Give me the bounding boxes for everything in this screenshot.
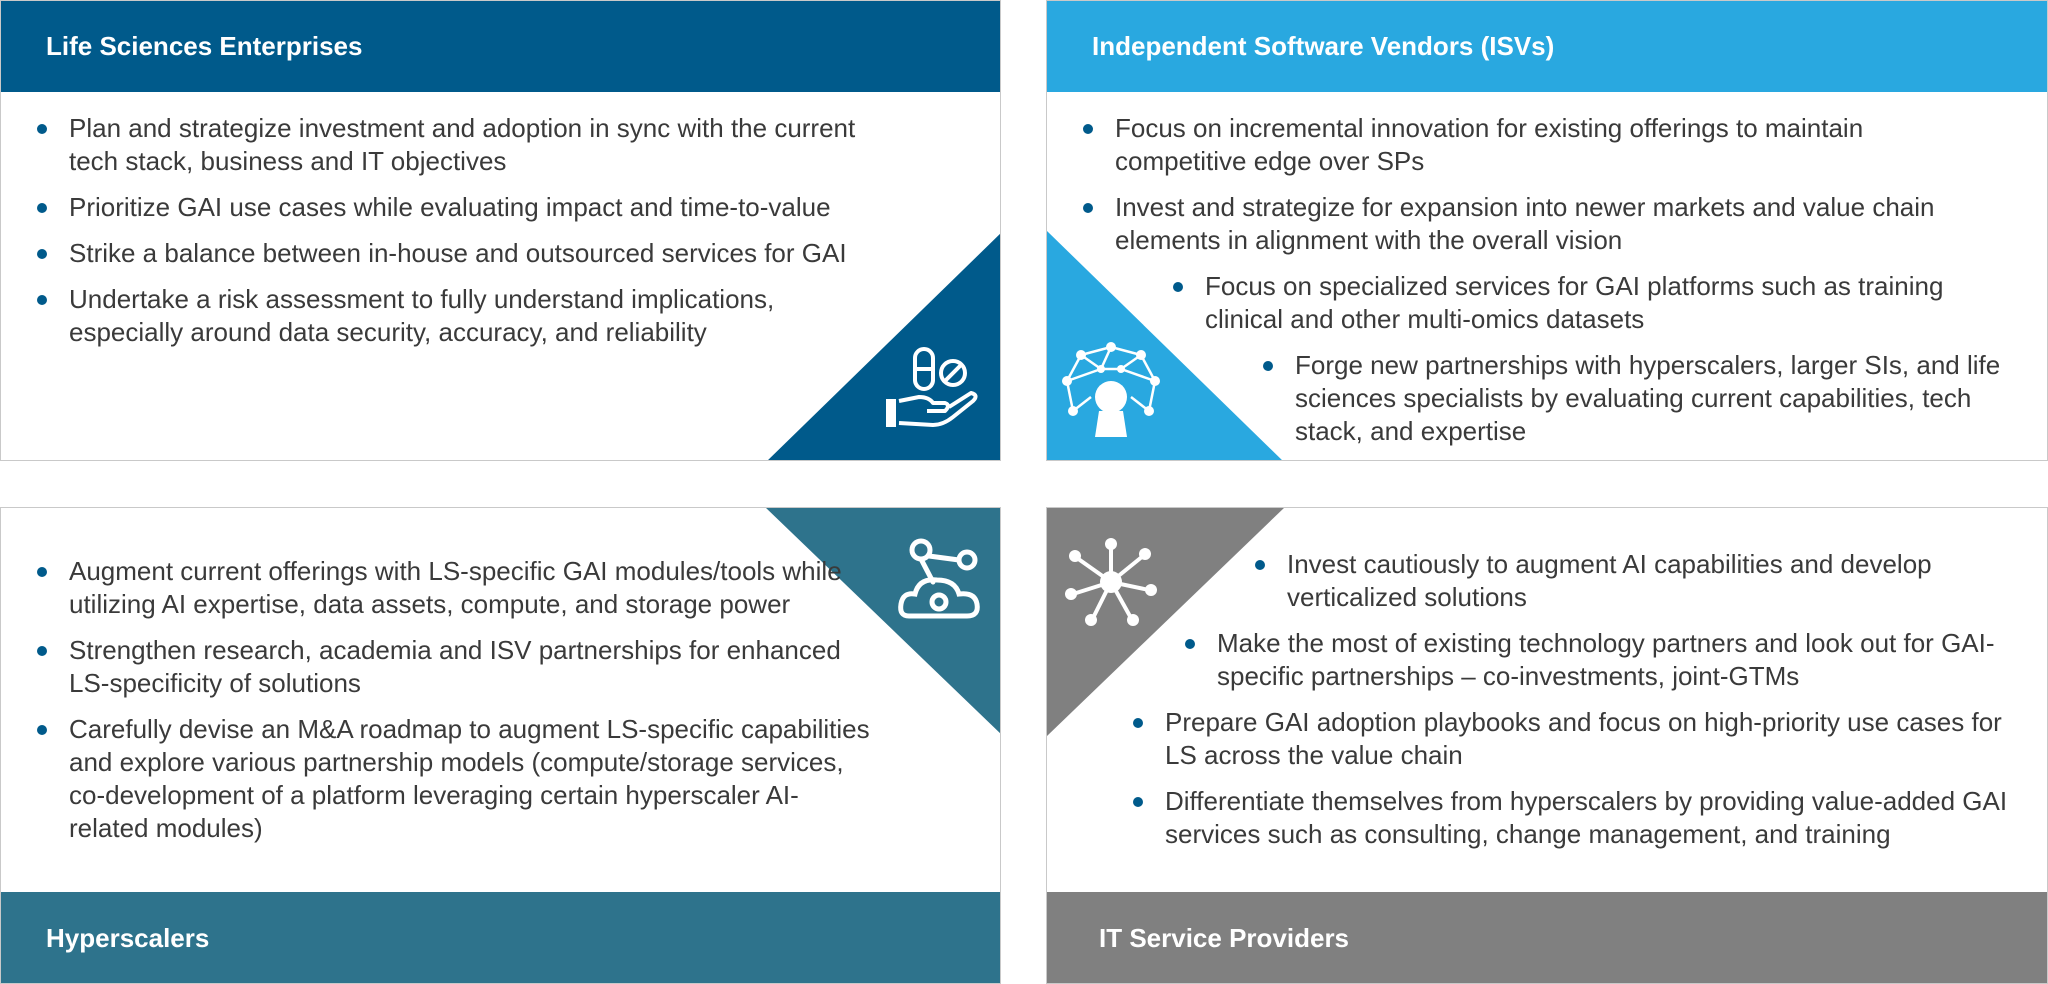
list-item: Plan and strategize investment and adopt… <box>35 112 885 178</box>
list-item: Focus on incremental innovation for exis… <box>1081 112 1981 178</box>
quadrant-isv: Independent Software Vendors (ISVs) Focu… <box>1046 0 2048 461</box>
quadrant-it-services: IT Service Providers Invest cautiously t… <box>1046 507 2048 984</box>
it-services-title: IT Service Providers <box>1099 922 1350 953</box>
corner-triangle <box>1047 508 1284 736</box>
list-item: Make the most of existing technology par… <box>1183 627 2013 693</box>
hand-pills-icon <box>886 347 978 427</box>
list-item: Augment current offerings with LS-specif… <box>35 555 875 621</box>
list-item: Prioritize GAI use cases while evaluatin… <box>35 191 885 224</box>
quadrant-title: Hyperscalers <box>1 892 1000 983</box>
isv-bullets: Focus on incremental innovation for exis… <box>1081 112 2011 460</box>
list-item: Undertake a risk assessment to fully und… <box>35 283 885 349</box>
hyperscalers-bullets: Augment current offerings with LS-specif… <box>35 555 875 858</box>
list-item: Strengthen research, academia and ISV pa… <box>35 634 875 700</box>
life-sciences-bullets: Plan and strategize investment and adopt… <box>35 112 885 362</box>
list-item: Invest cautiously to augment AI capabili… <box>1253 548 2013 614</box>
list-item: Differentiate themselves from hyperscale… <box>1131 785 2011 851</box>
hyperscalers-title: Hyperscalers <box>46 922 210 953</box>
quadrant-title: Life Sciences Enterprises <box>1 1 1000 92</box>
quadrant-life-sciences: Life Sciences Enterprises Plan and strat… <box>0 0 1001 461</box>
network-brain-icon <box>1062 342 1160 437</box>
list-item: Carefully devise an M&A roadmap to augme… <box>35 713 875 845</box>
quadrant-hyperscalers: Hyperscalers Augment current offerings w… <box>0 507 1001 984</box>
isv-title: Independent Software Vendors (ISVs) <box>1092 30 1555 61</box>
list-item: Forge new partnerships with hyperscalers… <box>1261 349 2011 448</box>
corner-triangle <box>766 508 1000 734</box>
life-sciences-title: Life Sciences Enterprises <box>46 30 363 61</box>
quadrant-title: IT Service Providers <box>1047 892 2047 983</box>
list-item: Focus on specialized services for GAI pl… <box>1171 270 2011 336</box>
quadrant-title: Independent Software Vendors (ISVs) <box>1047 1 2047 92</box>
hub-nodes-icon <box>1065 538 1157 626</box>
cloud-network-icon <box>898 538 980 619</box>
list-item: Strike a balance between in-house and ou… <box>35 237 885 270</box>
it-services-bullets: Invest cautiously to augment AI capabili… <box>1047 548 2047 864</box>
list-item: Invest and strategize for expansion into… <box>1081 191 1981 257</box>
list-item: Prepare GAI adoption playbooks and focus… <box>1131 706 2011 772</box>
